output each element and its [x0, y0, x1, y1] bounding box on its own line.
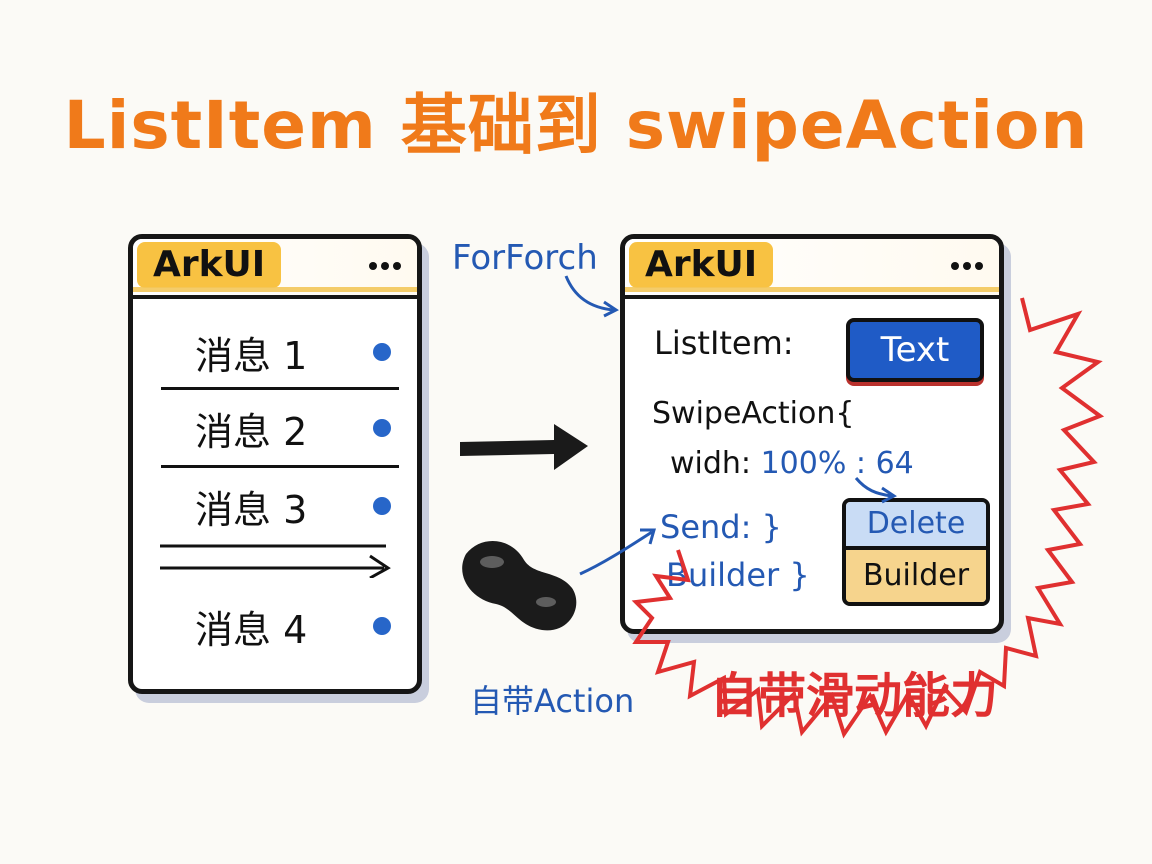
- blue-dot-icon: [373, 343, 391, 361]
- swipe-action-buttons: Delete Builder: [842, 498, 990, 606]
- list-item[interactable]: 消息 2: [133, 391, 417, 467]
- width-label: widh:: [670, 446, 752, 481]
- builtin-action-annotation: 自带Action: [470, 682, 635, 720]
- builder-label: Builder }: [666, 556, 810, 594]
- right-window: ArkUI: [620, 234, 1004, 634]
- more-dots-icon[interactable]: [947, 255, 983, 271]
- left-window-title: ArkUI: [137, 242, 282, 288]
- list-item-label: 消息 3: [195, 488, 308, 532]
- width-px: 64: [875, 446, 914, 481]
- list-item[interactable]: 消息 4: [133, 589, 417, 665]
- list-item-label: 消息 2: [195, 410, 308, 454]
- blue-dot-icon: [373, 419, 391, 437]
- listitem-label: ListItem:: [654, 324, 794, 362]
- right-window-titlebar: ArkUI: [625, 239, 999, 299]
- list-divider: [161, 387, 399, 390]
- diagram-title: ListItem 基础到 swipeAction: [63, 87, 1089, 164]
- blue-dot-icon: [373, 497, 391, 515]
- transform-arrow-icon: [460, 424, 588, 470]
- delete-button[interactable]: Delete: [846, 502, 986, 550]
- list-item[interactable]: 消息 3: [133, 469, 417, 545]
- forforch-annotation: ForForch: [452, 238, 598, 278]
- list-divider: [161, 465, 399, 468]
- builder-button[interactable]: Builder: [846, 550, 986, 602]
- swipe-arrow-icon: [160, 544, 391, 578]
- swipeaction-label: SwipeAction{: [652, 396, 855, 431]
- list-item[interactable]: 消息 1: [133, 315, 417, 391]
- width-line: widh: 100% : 64: [670, 446, 914, 481]
- blue-dot-icon: [373, 617, 391, 635]
- more-dots-icon[interactable]: [365, 255, 401, 271]
- text-button[interactable]: Text: [846, 318, 984, 382]
- list-item-label: 消息 1: [195, 334, 308, 378]
- left-window: ArkUI 消息 1 消息 2 消息 3 消息 4: [128, 234, 422, 694]
- send-label: Send: }: [660, 508, 782, 546]
- burst-icon: [631, 297, 1105, 739]
- burst-label: 自带滑动能力: [710, 668, 999, 724]
- bean-icon: [462, 541, 577, 631]
- right-window-title: ArkUI: [629, 242, 774, 288]
- pointer-arrow-icon: [854, 477, 897, 504]
- width-value: 100%: [760, 446, 847, 481]
- link-arrow-icon: [579, 528, 656, 576]
- curved-arrow-icon: [564, 275, 619, 318]
- left-window-titlebar: ArkUI: [133, 239, 417, 299]
- width-separator: :: [855, 446, 867, 481]
- list-item-label: 消息 4: [195, 608, 308, 652]
